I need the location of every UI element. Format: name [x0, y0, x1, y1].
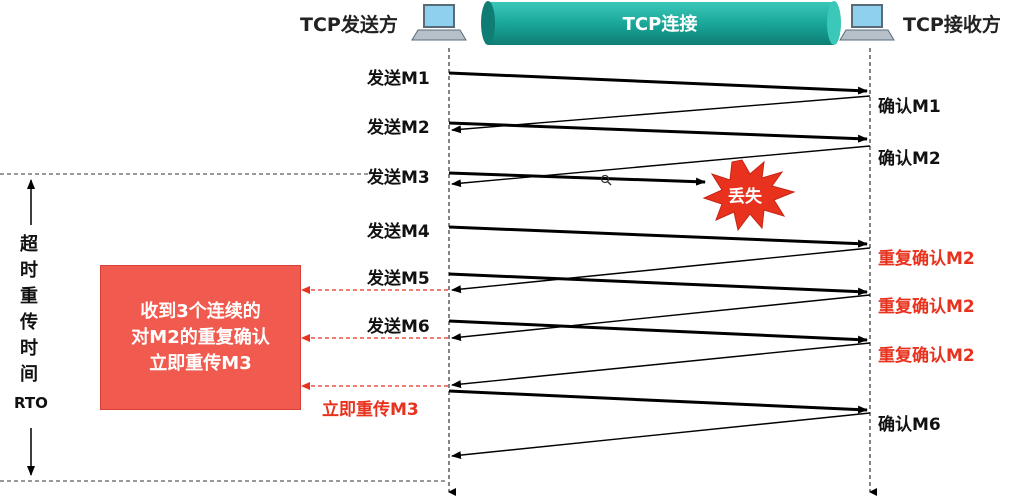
send-label-m1: 发送M1 — [367, 69, 430, 89]
lost-starburst-icon — [702, 159, 796, 232]
segment-m6-arrow — [448, 319, 868, 344]
ack-label-m6: 确认M6 — [878, 415, 941, 435]
ack-m2-arrow — [451, 145, 871, 188]
lost-label: 丢失 — [728, 187, 762, 207]
sender-title: TCP发送方 — [300, 14, 398, 36]
zoom-cursor-icon — [600, 174, 612, 186]
fast-retransmit-note: 收到3个连续的 对M2的重复确认 立即重传M3 — [100, 265, 301, 410]
segment-m5-arrow — [448, 272, 868, 296]
segment-m1-arrow — [448, 71, 868, 95]
rto-label: 超 时 重 传 时 间 RTO — [14, 232, 48, 416]
ack-m6-arrow — [451, 412, 871, 460]
send-label-m6: 发送M6 — [367, 317, 430, 337]
send-label-m4: 发送M4 — [367, 222, 430, 242]
note-line-3: 立即重传M3 — [149, 352, 252, 374]
dup-ack-1-arrow — [451, 247, 871, 294]
receiver-title: TCP接收方 — [903, 14, 1001, 36]
note-line-1: 收到3个连续的 — [140, 300, 261, 322]
ack-label-m2: 确认M2 — [878, 149, 941, 169]
dup-ack-label-2: 重复确认M2 — [878, 297, 975, 317]
receiver-laptop-icon — [839, 4, 895, 41]
tcp-connection-tube — [481, 1, 841, 45]
retransmit-label: 立即重传M3 — [322, 400, 419, 420]
rto-char-3: 重 — [20, 286, 38, 307]
segment-m3-arrow — [448, 171, 706, 186]
connection-label: TCP连接 — [622, 14, 698, 35]
rto-char-2: 时 — [20, 260, 38, 281]
send-label-m3: 发送M3 — [367, 168, 430, 188]
segment-m4-arrow — [448, 225, 868, 248]
dup-ack-label-3: 重复确认M2 — [878, 346, 975, 366]
dup-ack-3-arrow — [451, 342, 871, 389]
sender-laptop-icon — [411, 4, 467, 41]
segment-m3-retransmit-arrow — [448, 389, 868, 414]
rto-abbr: RTO — [14, 394, 48, 412]
ack-m1-arrow — [451, 95, 871, 134]
rto-char-4: 传 — [20, 312, 38, 333]
ack-label-m1: 确认M1 — [878, 97, 941, 117]
rto-char-5: 时 — [20, 338, 38, 359]
dup-ack-label-1: 重复确认M2 — [878, 249, 975, 269]
rto-char-6: 间 — [20, 364, 38, 385]
send-label-m2: 发送M2 — [367, 118, 430, 138]
rto-char-1: 超 — [20, 234, 38, 255]
note-line-2: 对M2的重复确认 — [131, 326, 270, 348]
dup-ack-2-arrow — [451, 294, 871, 342]
segment-m2-arrow — [448, 121, 868, 143]
send-label-m5: 发送M5 — [367, 269, 430, 289]
